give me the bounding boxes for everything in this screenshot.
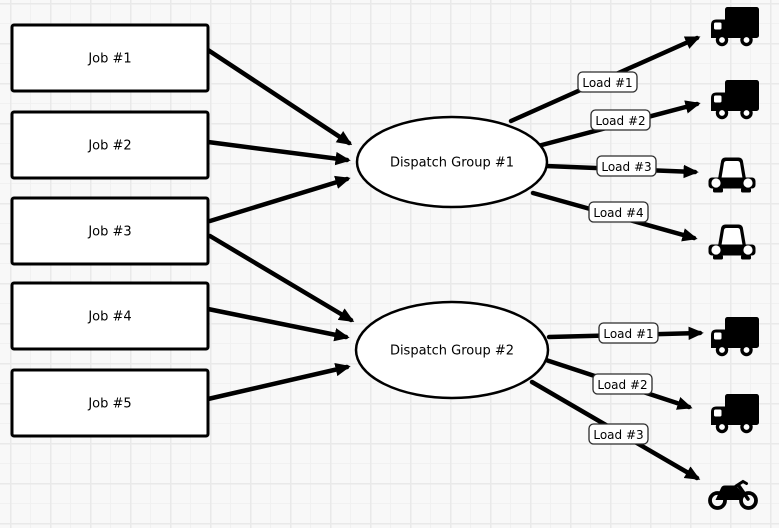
edge-job2-group1[interactable] bbox=[205, 139, 351, 166]
label-pill bbox=[588, 423, 649, 445]
edge-label-group1-load1[interactable]: Load #1 bbox=[577, 71, 638, 93]
load-label: Load #1 bbox=[603, 327, 653, 341]
group-label: Dispatch Group #1 bbox=[390, 156, 514, 171]
load-label: Load #3 bbox=[601, 160, 651, 174]
truck-icon[interactable] bbox=[711, 80, 759, 120]
job-label: Job #4 bbox=[87, 310, 131, 325]
node-dispatch-group-2[interactable]: Dispatch Group #2 bbox=[354, 300, 550, 400]
job-label: Job #2 bbox=[87, 139, 131, 154]
group-ellipse bbox=[354, 300, 550, 400]
job-box bbox=[10, 281, 210, 351]
edge-job4-group2[interactable] bbox=[205, 306, 350, 342]
node-dispatch-group-1[interactable]: Dispatch Group #1 bbox=[355, 115, 549, 209]
edge-job3-group1[interactable] bbox=[207, 175, 351, 224]
label-pill bbox=[592, 373, 653, 395]
edge-label-group2-load2[interactable]: Load #2 bbox=[592, 373, 653, 395]
job-box bbox=[10, 196, 210, 266]
motorcycle-icon[interactable] bbox=[708, 479, 758, 510]
label-pill bbox=[588, 201, 649, 223]
edge-job1-group1[interactable] bbox=[205, 47, 353, 146]
car-icon[interactable] bbox=[708, 157, 756, 193]
edge-job5-group2[interactable] bbox=[205, 363, 351, 402]
node-job-1[interactable]: Job #1 bbox=[10, 23, 210, 93]
node-job-4[interactable]: Job #4 bbox=[10, 281, 210, 351]
edges-jobs-to-groups bbox=[205, 47, 355, 402]
group-label: Dispatch Group #2 bbox=[390, 344, 514, 359]
label-pill bbox=[598, 322, 659, 344]
load-label: Load #4 bbox=[593, 206, 643, 220]
job-label: Job #5 bbox=[87, 397, 131, 412]
label-pill bbox=[596, 155, 657, 177]
load-label: Load #1 bbox=[582, 76, 632, 90]
job-box bbox=[10, 368, 210, 438]
truck-icon[interactable] bbox=[711, 317, 759, 357]
edge-label-group1-load3[interactable]: Load #3 bbox=[596, 155, 657, 177]
node-job-2[interactable]: Job #2 bbox=[10, 110, 210, 180]
job-box bbox=[10, 23, 210, 93]
job-label: Job #1 bbox=[87, 52, 131, 67]
label-pill bbox=[590, 109, 651, 131]
group-ellipse bbox=[355, 115, 549, 209]
edges-group2-loads bbox=[529, 326, 704, 481]
truck-icon[interactable] bbox=[711, 394, 759, 434]
edge-job3-group2[interactable] bbox=[207, 233, 355, 323]
load-label: Load #3 bbox=[593, 428, 643, 442]
job-label: Job #3 bbox=[87, 225, 131, 240]
truck-icon[interactable] bbox=[711, 7, 759, 47]
edge-label-group1-load4[interactable]: Load #4 bbox=[588, 201, 649, 223]
load-label: Load #2 bbox=[597, 378, 647, 392]
node-job-5[interactable]: Job #5 bbox=[10, 368, 210, 438]
load-label: Load #2 bbox=[595, 114, 645, 128]
car-icon[interactable] bbox=[708, 224, 756, 260]
label-pill bbox=[577, 71, 638, 93]
node-job-3[interactable]: Job #3 bbox=[10, 196, 210, 266]
edge-label-group2-load1[interactable]: Load #1 bbox=[598, 322, 659, 344]
job-box bbox=[10, 110, 210, 180]
edge-label-group1-load2[interactable]: Load #2 bbox=[590, 109, 651, 131]
edge-label-group2-load3[interactable]: Load #3 bbox=[588, 423, 649, 445]
